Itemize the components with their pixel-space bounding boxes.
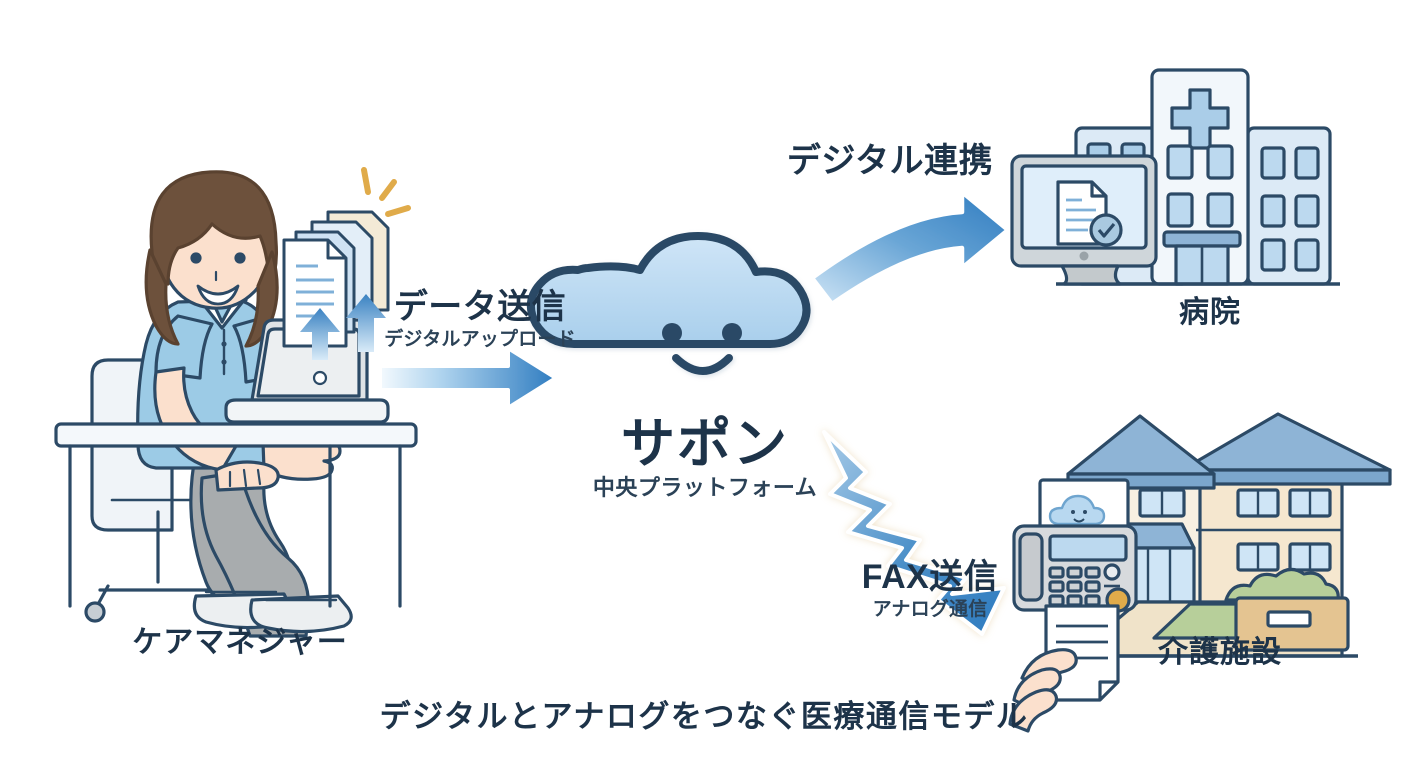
platform-name: サポン	[621, 414, 789, 474]
person-shoes	[192, 592, 353, 634]
flow-label-upload: データ送信 デジタルアップロード	[370, 288, 590, 350]
node-label-platform: サポン 中央プラットフォーム	[570, 414, 840, 501]
flow-label-upload-title: データ送信	[393, 288, 567, 326]
person-typing-hand	[214, 460, 280, 492]
node-label-hospital: 病院	[1179, 296, 1241, 329]
sparkle-icon	[361, 167, 411, 217]
fax-zigzag-arrow	[822, 430, 1006, 636]
smiling-cloud-icon	[526, 232, 811, 375]
fax-machine-icon	[1008, 478, 1138, 733]
uploaded-documents-icon	[282, 210, 390, 348]
platform-subtitle: 中央プラットフォーム	[592, 475, 818, 501]
flow-label-fax: FAX送信 アナログ通信	[820, 558, 1040, 620]
hospital-monitor	[1010, 154, 1158, 286]
flow-label-fax-subtitle: アナログ通信	[872, 599, 988, 621]
diagram-caption: デジタルとアナログをつなぐ医療通信モデル	[379, 699, 1029, 734]
flow-label-digital-title: デジタル連携	[786, 142, 994, 180]
digital-link-arrow	[809, 189, 1011, 307]
node-label-care-facility: 介護施設	[1158, 636, 1282, 669]
care-facility-illustration	[1008, 412, 1392, 733]
desk	[54, 422, 418, 608]
hospital-illustration	[1010, 68, 1340, 286]
node-label-care-manager: ケアマネジャー	[132, 626, 348, 659]
flow-label-digital: デジタル連携	[770, 142, 1010, 180]
flow-label-fax-title: FAX送信	[861, 558, 999, 596]
upload-up-arrows	[300, 294, 386, 360]
care-manager-illustration	[54, 170, 418, 638]
person-head	[144, 170, 279, 348]
flow-label-upload-subtitle: デジタルアップロード	[384, 329, 576, 351]
upload-arrow	[378, 346, 558, 410]
